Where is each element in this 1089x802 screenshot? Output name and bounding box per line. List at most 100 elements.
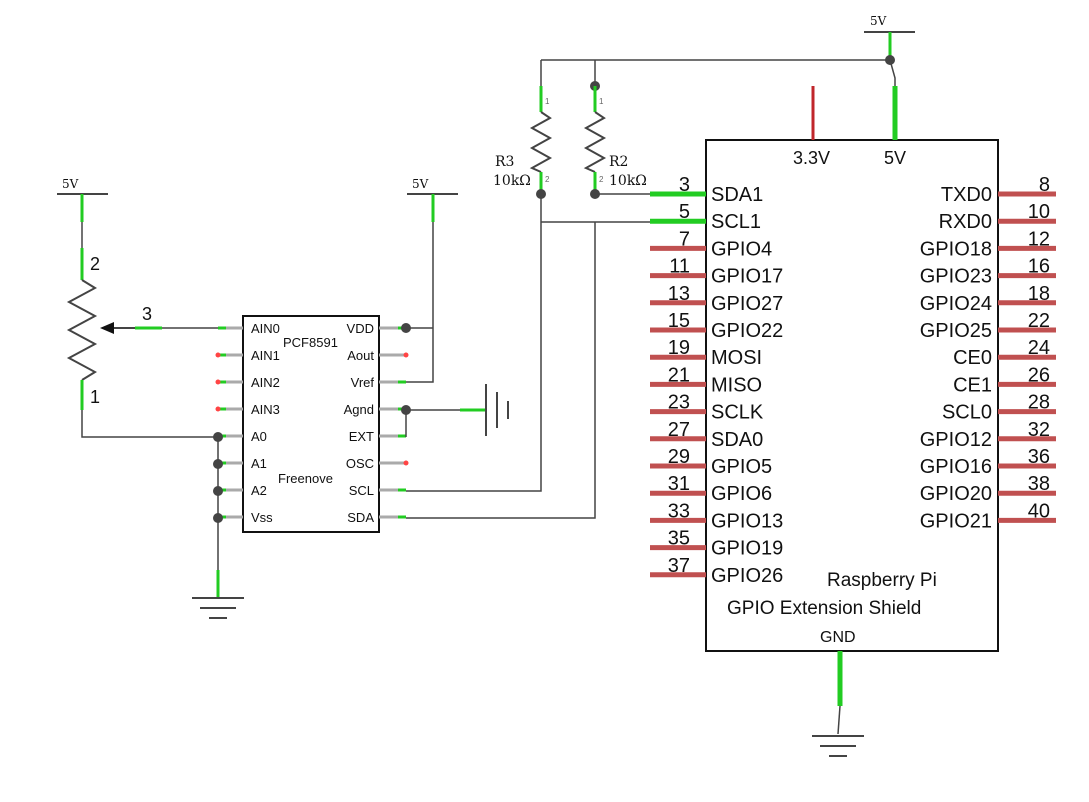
potentiometer: 5V 2 3 1 [57,177,218,438]
pcf-left-pin-label: A1 [251,456,267,471]
rpi-right-pin-label: GPIO21 [920,510,992,532]
pcf-right-pin-label: Vref [351,375,375,390]
rpi-right-pin-label: RXD0 [939,211,992,233]
rpi-left-pin-number: 19 [668,337,690,359]
rpi-left-pin-number: 27 [668,419,690,441]
rpi-right-pin-number: 40 [1028,500,1050,522]
rpi-left-pin-number: 21 [668,364,690,386]
scl-bus-wire [406,222,542,492]
rpi-right-pin-number: 36 [1028,446,1050,468]
pcf-a0-junction [213,432,223,442]
pot-resistor-zigzag [66,279,98,381]
pcf-right-pin-label: SCL [349,483,374,498]
rpi-left-pin-label: GPIO6 [711,483,772,505]
pcf-left-pin-label: Vss [251,510,273,525]
rpi-left-pin-number: 35 [668,528,690,550]
r3-pin1: 1 [545,97,550,106]
pcf8591-body [242,315,380,533]
rpi-left-pin-number: 15 [668,310,690,332]
rpi-left-pin-label: SDA0 [711,429,763,451]
rpi-right-pin-number: 26 [1028,364,1050,386]
pcf-vdd-junction [401,323,411,333]
rpi-left-pin-label: GPIO22 [711,320,783,342]
rpi-left-pin-label: GPIO19 [711,538,783,560]
pcf-left-pin-endpoint [215,352,221,358]
sda-bus-wire [406,222,596,519]
rpi-gnd-wire [837,705,841,735]
pot-pin1-label: 1 [90,387,100,407]
r3-name: R3 [495,154,514,170]
rpi-right-pin-label: CE1 [953,374,992,396]
rpi-right-pin-number: 22 [1028,310,1050,332]
r3-pin2: 2 [545,175,550,184]
pcf-a2-junction [213,486,223,496]
pcf-left-pin-label: AIN0 [251,321,280,336]
rpi-left-pin-number: 23 [668,392,690,414]
rpi-left-pin-label: GPIO13 [711,510,783,532]
rpi-gnd-label: GND [820,629,856,646]
pcf-supply-wire [406,222,434,383]
rpi-5v-label: 5V [884,148,906,168]
pcf-right-pin-label: SDA [347,510,374,525]
rpi-left-pin-label: SCLK [711,402,764,424]
pcf-left-pin-label: AIN2 [251,375,280,390]
pcf-agnd-junction [401,405,411,415]
rpi-left-pin-label: SCL1 [711,211,761,233]
rpi-left-pin-number: 3 [679,174,690,196]
pcf-right-pin-label: Agnd [344,402,374,417]
rpi-left-pin-number: 13 [668,283,690,305]
rpi-right-pin-number: 18 [1028,283,1050,305]
r2-pin1: 1 [599,97,604,106]
rpi-right-pin-label: CE0 [953,347,992,369]
rpi-left-pin-label: SDA1 [711,184,763,206]
r2-zigzag [583,111,607,173]
rpi-right-pin-label: TXD0 [941,184,992,206]
pcf-right-pin-endpoint [403,352,409,358]
rpi-title-line2: GPIO Extension Shield [727,598,921,619]
pcf-left-pin-label: A0 [251,429,267,444]
rpi-right-pin-label: GPIO20 [920,483,992,505]
rpi-right-pin-label: SCL0 [942,402,992,424]
pcf-left-pin-endpoint [215,379,221,385]
r3-zigzag [529,111,553,173]
pcf-right-pin-endpoint [403,460,409,466]
rpi-left-pin-number: 29 [668,446,690,468]
rpi-left-pin-label: GPIO26 [711,565,783,587]
r2-value: 10kΩ [609,173,647,189]
r3-value: 10kΩ [493,173,531,189]
pcf-a1-junction [213,459,223,469]
rpi-right-pin-number: 28 [1028,392,1050,414]
pot-supply-label: 5V [62,177,79,191]
pcf-right-pin-label: Aout [347,348,374,363]
pcf-vss-junction [213,513,223,523]
pcf-left-pin-label: AIN1 [251,348,280,363]
pcf-left-pin-label: AIN3 [251,402,280,417]
rpi-5v-wire [889,59,896,86]
pot-pin3-label: 3 [142,304,152,324]
pcf-left-pin-label: A2 [251,483,267,498]
rpi-3v3-label: 3.3V [793,148,830,168]
rpi-right-pin-label: GPIO18 [920,238,992,260]
rpi-right-pin-label: GPIO16 [920,456,992,478]
pot-pin2-label: 2 [90,254,100,274]
rpi-right-pin-number: 12 [1028,228,1050,250]
rpi-left-pin-label: GPIO17 [711,266,783,288]
rpi-right-pins: 8TXD010RXD012GPIO1816GPIO2318GPIO2422GPI… [920,174,1056,532]
r2-name: R2 [609,154,628,170]
r2-pin2: 2 [599,175,604,184]
rpi-left-pin-number: 11 [669,256,690,278]
pcf8591-name: PCF8591 [283,335,338,350]
rpi-right-pin-number: 8 [1039,174,1050,196]
pot-wiper-arrow-icon [100,322,114,334]
rpi-left-pin-number: 5 [679,201,690,223]
rpi-supply-label: 5V [870,14,887,28]
rpi-left-pin-number: 37 [668,555,690,577]
rpi-right-pin-number: 10 [1028,201,1050,223]
rpi-left-pin-label: GPIO5 [711,456,772,478]
rpi-right-pin-number: 32 [1028,419,1050,441]
rpi-right-pin-label: GPIO23 [920,266,992,288]
rpi-right-pin-number: 38 [1028,473,1050,495]
rpi-left-pin-number: 7 [679,228,690,250]
